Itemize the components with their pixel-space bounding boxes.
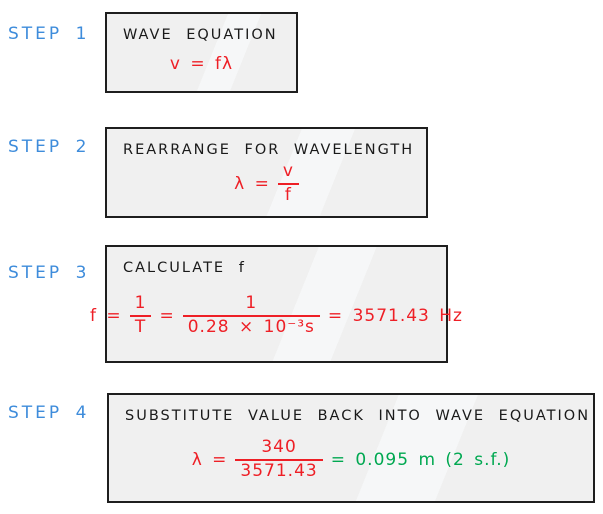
equation-lead: f = <box>90 305 122 326</box>
fraction: 340 3571.43 <box>235 436 323 482</box>
step-2-box: REARRANGE FOR WAVELENGTH λ = v f <box>105 127 428 218</box>
step-2-equation: λ = v f <box>107 158 426 216</box>
step-1-heading: WAVE EQUATION <box>123 27 278 43</box>
step-4-heading: SUBSTITUTE VALUE BACK INTO WAVE EQUATION <box>125 408 591 424</box>
step-1-label: STEP 1 <box>8 24 90 44</box>
step-3-box: CALCULATE f f = 1 T = 1 0.28 × 10⁻³s = 3… <box>90 245 462 363</box>
step-1-box: WAVE EQUATION v = fλ <box>105 12 298 93</box>
step-4-box: SUBSTITUTE VALUE BACK INTO WAVE EQUATION… <box>107 393 595 503</box>
fraction: v f <box>277 161 299 206</box>
step-3-label: STEP 3 <box>8 263 90 283</box>
step-4-label: STEP 4 <box>8 403 90 423</box>
equation-lead: λ = <box>191 449 228 470</box>
equation-equals: = <box>159 305 175 326</box>
equation-red-part: λ = 340 3571.43 <box>191 436 323 482</box>
equation-text: v = fλ <box>169 54 234 74</box>
fraction: 1 0.28 × 10⁻³s <box>182 292 320 338</box>
step-3-equation: f = 1 T = 1 0.28 × 10⁻³s = 3571.43 Hz <box>90 276 462 361</box>
fraction-numerator: 1 <box>245 292 258 313</box>
step-4-equation: λ = 340 3571.43 = 0.095 m (2 s.f.) <box>109 424 593 501</box>
step-2-label: STEP 2 <box>8 137 90 157</box>
fraction-denominator: f <box>277 183 299 206</box>
step-1-equation: v = fλ <box>107 43 296 91</box>
fraction: 1 T <box>129 292 152 338</box>
fraction-denominator: 3571.43 <box>235 458 323 482</box>
step-3-heading: CALCULATE f <box>123 260 246 276</box>
step-2-heading: REARRANGE FOR WAVELENGTH <box>123 142 415 158</box>
equation-lead: λ = <box>234 174 270 194</box>
fraction-numerator: 340 <box>261 436 297 457</box>
equation-result-green: = 0.095 m (2 s.f.) <box>330 449 511 470</box>
equation-result: = 3571.43 Hz <box>327 305 463 326</box>
fraction-numerator: 1 <box>134 292 147 313</box>
fraction-numerator: v <box>282 161 294 182</box>
fraction-denominator: T <box>129 314 152 338</box>
fraction-denominator: 0.28 × 10⁻³s <box>182 314 320 338</box>
